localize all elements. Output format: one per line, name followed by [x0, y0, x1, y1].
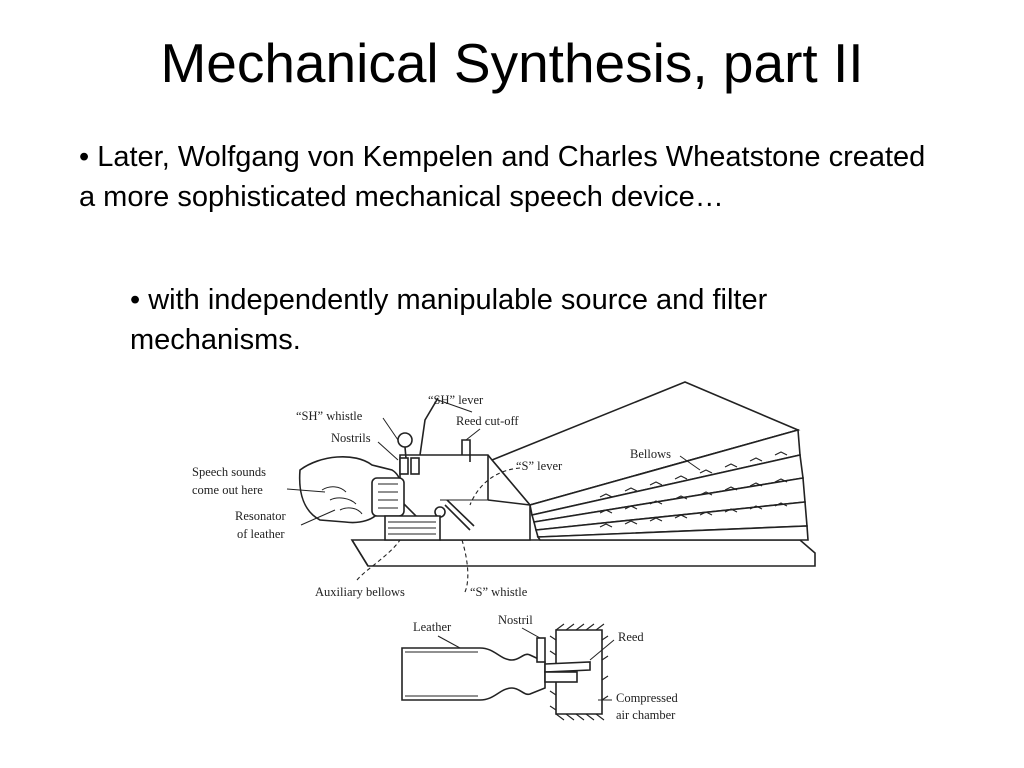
- label-reed-cutoff: Reed cut-off: [456, 414, 519, 428]
- label-bellows: Bellows: [630, 447, 671, 461]
- label-resonator: Resonator: [235, 509, 287, 523]
- nostril-stub: [536, 637, 546, 663]
- label-compressed: Compressed: [616, 691, 679, 705]
- reed-tube: [544, 671, 578, 683]
- label-speech-sounds: Speech sounds: [192, 465, 266, 479]
- label-nostrils: Nostrils: [331, 431, 371, 445]
- label-leather: Leather: [413, 620, 452, 634]
- label-sh-lever: “SH” lever: [428, 393, 484, 407]
- label-come-out-here: come out here: [192, 483, 263, 497]
- bellows-hatching: [599, 451, 788, 528]
- label-nostril: Nostril: [498, 613, 533, 627]
- leather-tube: [401, 647, 546, 701]
- detail-labels: Leather Nostril Reed Compressed air cham…: [413, 613, 679, 722]
- s-lever: [444, 499, 475, 531]
- chamber-wall-hatching: [549, 623, 609, 721]
- detail-cross-section: [401, 623, 615, 721]
- slide-title: Mechanical Synthesis, part II: [160, 32, 864, 94]
- label-of-leather: of leather: [237, 527, 285, 541]
- bullet-point-2: • with independently manipulable source …: [130, 284, 768, 356]
- label-reed: Reed: [618, 630, 644, 644]
- label-s-whistle: “S” whistle: [470, 585, 528, 599]
- main-labels: “SH” lever “SH” whistle Reed cut-off Nos…: [192, 393, 671, 599]
- nostril-tube-2: [410, 457, 420, 475]
- label-auxiliary-bellows: Auxiliary bellows: [315, 585, 405, 599]
- nostril-tube-1: [399, 457, 409, 475]
- main-apparatus-drawing: [286, 381, 816, 593]
- bullet-point-1: • Later, Wolfgang von Kempelen and Charl…: [79, 141, 926, 213]
- bellows-bottom: [536, 525, 809, 541]
- label-sh-whistle: “SH” whistle: [296, 409, 363, 423]
- label-air-chamber: air chamber: [616, 708, 676, 722]
- sh-lever: [419, 397, 439, 456]
- base-plate: [350, 539, 816, 567]
- reed: [544, 661, 591, 673]
- label-s-lever: “S” lever: [516, 459, 563, 473]
- sh-whistle: [397, 432, 413, 448]
